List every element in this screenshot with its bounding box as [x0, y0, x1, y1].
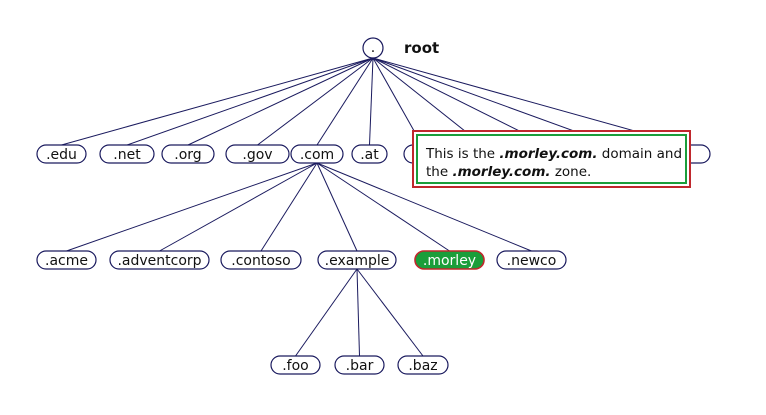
com-child-node-4-shape	[414, 250, 485, 270]
tld-node-3: .gov	[225, 144, 290, 164]
callout-part2: domain and	[597, 146, 683, 162]
example-child-node-2-shape	[397, 355, 449, 375]
tld-node-1-label: .net	[113, 147, 141, 163]
edge-com-child-4	[316, 162, 450, 252]
com-child-node-0-label: .acme	[45, 253, 88, 269]
tld-node-4-label: .com	[300, 147, 334, 163]
tld-node-3-label: .gov	[242, 147, 272, 163]
edge-com-child-3	[316, 162, 358, 252]
com-child-node-5: .newco	[496, 250, 567, 270]
edge-root-tld-5	[369, 57, 374, 146]
tld-node-1: .net	[99, 144, 155, 164]
callout-domain1: .morley.com.	[499, 146, 598, 162]
com-child-node-0: .acme	[36, 250, 97, 270]
tld-node-0-shape	[36, 144, 87, 164]
root-circle	[362, 37, 384, 59]
tld-node-5-label: .at	[360, 147, 379, 163]
tld-node-2-label: .org	[174, 147, 201, 163]
callout-part3: the	[426, 164, 453, 180]
example-child-node-1: .bar	[334, 355, 385, 375]
tld-node-1-shape	[99, 144, 155, 164]
com-child-node-3-label: .example	[325, 253, 390, 269]
callout-part1: This is the	[426, 146, 500, 162]
edge-root-tld-4	[316, 57, 374, 146]
com-child-node-3-shape	[317, 250, 397, 270]
com-child-node-0-shape	[36, 250, 97, 270]
edge-root-tld-1	[126, 57, 374, 146]
example-child-node-0-label: .foo	[282, 358, 309, 374]
tld-node-5-shape	[351, 144, 388, 164]
example-child-node-2-label: .baz	[408, 358, 437, 374]
root-label: root	[404, 39, 439, 57]
root-node: . root	[362, 37, 439, 59]
tld-node-2-shape	[161, 144, 215, 164]
edge-root-tld-3	[257, 57, 374, 146]
example-child-node-0-shape	[270, 355, 321, 375]
com-child-node-4: .morley	[414, 250, 485, 270]
example-child-node-1-label: .bar	[346, 358, 374, 374]
com-child-node-1-label: .adventcorp	[117, 253, 201, 269]
example-child-node-0: .foo	[270, 355, 321, 375]
callout-box: This is the .morley.com. domain and the …	[412, 130, 691, 188]
tld-node-0: .edu	[36, 144, 87, 164]
edge-root-tld-2	[187, 57, 374, 146]
example-child-node-1-shape	[334, 355, 385, 375]
edge-com-child-5	[316, 162, 532, 252]
edge-example-child-0	[295, 268, 358, 357]
tld-node-4: .com	[290, 144, 344, 164]
com-child-node-5-shape	[496, 250, 567, 270]
edge-root-tld-0	[61, 57, 374, 146]
tree-edges	[61, 57, 686, 357]
edge-com-child-2	[260, 162, 318, 252]
callout-domain2: .morley.com.	[452, 164, 551, 180]
com-child-node-2-label: .contoso	[231, 253, 291, 269]
tld-node-3-shape	[225, 144, 290, 164]
example-child-node-2: .baz	[397, 355, 449, 375]
com-child-node-1: .adventcorp	[109, 250, 210, 270]
com-child-node-2-shape	[220, 250, 302, 270]
callout-part4: zone.	[550, 164, 592, 180]
edge-example-child-2	[356, 268, 424, 357]
tld-node-5: .at	[351, 144, 388, 164]
tld-node-0-label: .edu	[46, 147, 77, 163]
com-child-node-4-label: .morley	[423, 253, 476, 269]
edge-com-child-1	[159, 162, 318, 252]
tld-node-2: .org	[161, 144, 215, 164]
tld-node-4-shape	[290, 144, 344, 164]
com-child-node-5-label: .newco	[507, 253, 557, 269]
edge-example-child-1	[356, 268, 360, 357]
edge-com-child-0	[66, 162, 318, 252]
com-child-node-3: .example	[317, 250, 397, 270]
callout-text: This is the .morley.com. domain and the …	[416, 134, 687, 184]
com-child-node-1-shape	[109, 250, 210, 270]
root-symbol: .	[371, 40, 375, 56]
com-child-node-2: .contoso	[220, 250, 302, 270]
